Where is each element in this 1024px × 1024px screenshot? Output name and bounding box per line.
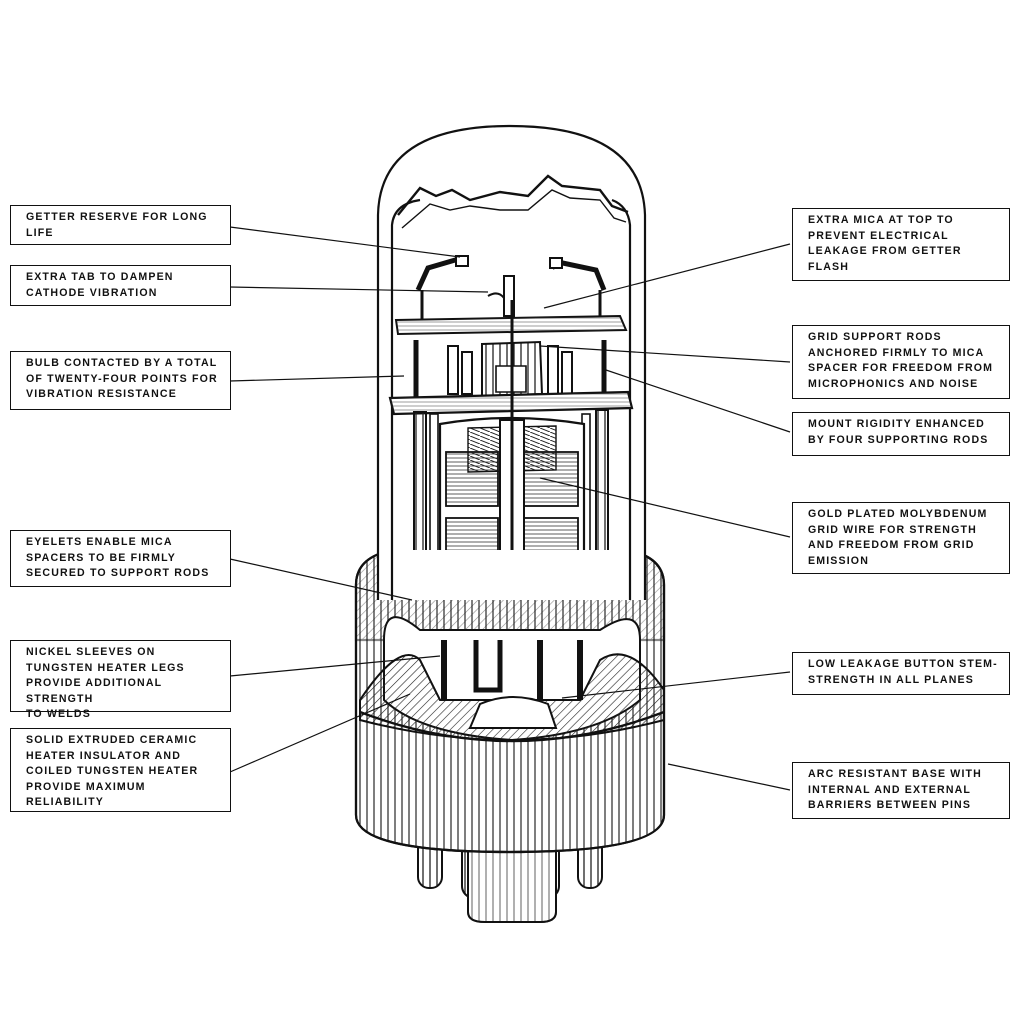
label-low-leakage: LOW LEAKAGE BUTTON STEM- STRENGTH IN ALL… <box>792 652 1010 695</box>
label-bulb-contacted: BULB CONTACTED BY A TOTAL OF TWENTY-FOUR… <box>10 351 231 410</box>
cutaway-edge <box>397 174 629 216</box>
base-pins <box>417 825 603 923</box>
label-gold-plated: GOLD PLATED MOLYBDENUM GRID WIRE FOR STR… <box>792 502 1010 574</box>
label-nickel-sleeves: NICKEL SLEEVES ON TUNGSTEN HEATER LEGS P… <box>10 640 231 720</box>
button-stem <box>359 616 665 743</box>
label-mount-rigidity: MOUNT RIGIDITY ENHANCED BY FOUR SUPPORTI… <box>792 412 1010 456</box>
label-getter-reserve: GETTER RESERVE FOR LONG LIFE <box>10 205 231 245</box>
label-ceramic-insulator: SOLID EXTRUDED CERAMIC HEATER INSULATOR … <box>10 728 231 812</box>
leader-lines <box>229 226 791 791</box>
label-extra-mica: EXTRA MICA AT TOP TO PREVENT ELECTRICAL … <box>792 208 1010 281</box>
label-grid-support: GRID SUPPORT RODS ANCHORED FIRMLY TO MIC… <box>792 325 1010 399</box>
label-eyelets: EYELETS ENABLE MICA SPACERS TO BE FIRMLY… <box>10 530 231 587</box>
tube-mount <box>388 255 634 550</box>
label-arc-resistant: ARC RESISTANT BASE WITH INTERNAL AND EXT… <box>792 762 1010 819</box>
label-extra-tab: EXTRA TAB TO DAMPEN CATHODE VIBRATION <box>10 265 231 306</box>
